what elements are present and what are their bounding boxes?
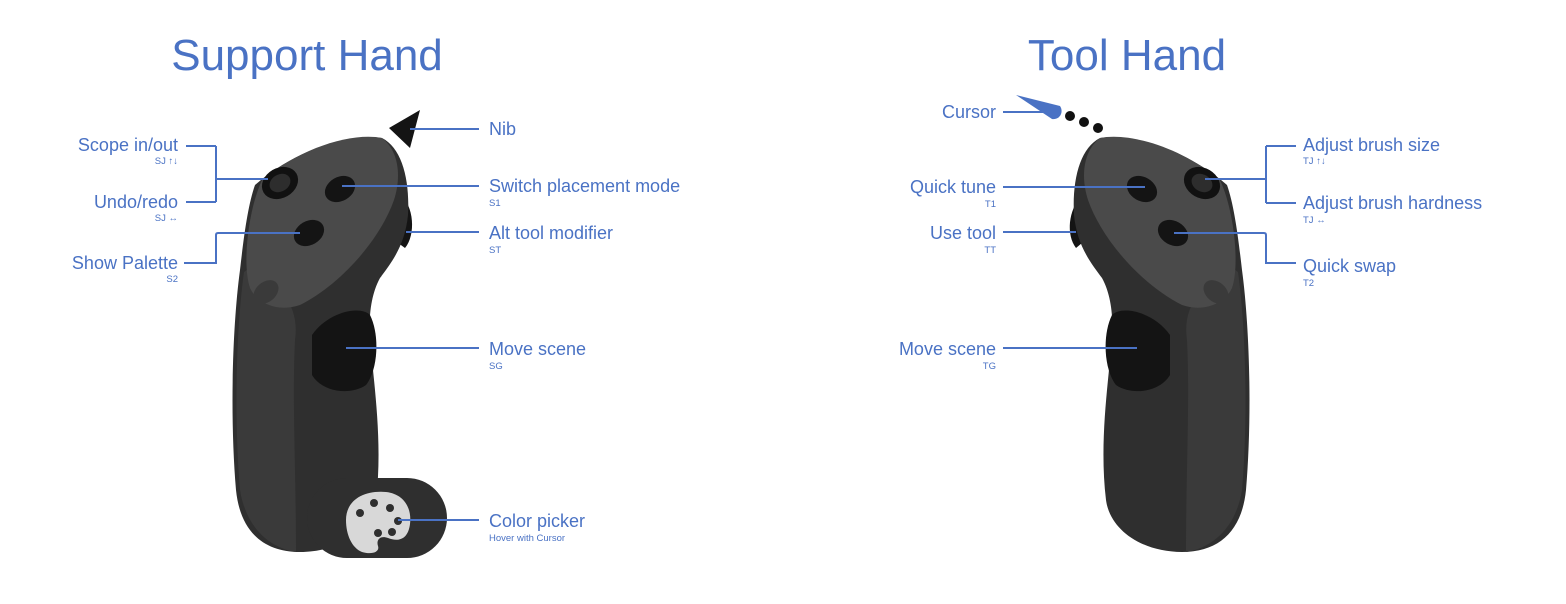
joystick-top — [269, 173, 291, 193]
tool-labels: Cursor Adjust brush size TJ ↑↓ Adjust br… — [899, 102, 1482, 372]
sub-scope: SJ ↑↓ — [155, 156, 178, 167]
button-t2 — [1157, 219, 1189, 247]
grip-highlight — [1186, 262, 1246, 552]
nib-icon — [389, 110, 420, 148]
sub-brush-size: TJ ↑↓ — [1303, 156, 1326, 167]
sub-use-tool: TT — [984, 245, 996, 256]
support-leader-lines — [184, 128, 479, 521]
label-move-scene-tool: Move scene — [899, 339, 996, 359]
label-quick-swap: Quick swap — [1303, 256, 1396, 276]
button-s2 — [293, 219, 325, 247]
cursor-dot — [1093, 123, 1103, 133]
palette-icon — [346, 491, 411, 554]
sub-color-picker: Hover with Cursor — [489, 533, 565, 544]
label-quick-tune: Quick tune — [910, 177, 996, 197]
tool-hand-title: Tool Hand — [1028, 31, 1226, 80]
label-switch-placement: Switch placement mode — [489, 176, 680, 196]
grip-highlight — [236, 262, 296, 552]
face-indent — [1203, 280, 1229, 304]
label-color-picker: Color picker — [489, 511, 585, 531]
label-move-scene-support: Move scene — [489, 339, 586, 359]
sub-alt-tool: ST — [489, 245, 501, 256]
button-t1 — [1126, 175, 1158, 203]
support-controller — [232, 110, 447, 558]
sub-quick-swap: T2 — [1303, 278, 1314, 289]
label-scope: Scope in/out — [78, 135, 178, 155]
tool-controller — [1016, 95, 1250, 552]
sub-move-scene-tool: TG — [983, 361, 996, 372]
button-s1 — [324, 175, 356, 203]
label-brush-size: Adjust brush size — [1303, 135, 1440, 155]
support-labels: Nib Scope in/out SJ ↑↓ Undo/redo SJ ↔ Sh… — [72, 119, 680, 544]
support-hand-title: Support Hand — [171, 31, 443, 80]
sub-undo: SJ ↔ — [155, 213, 178, 224]
label-alt-tool: Alt tool modifier — [489, 223, 613, 243]
cursor-dot — [1065, 111, 1075, 121]
grip-button-tg — [1105, 310, 1170, 392]
tool-leader-lines — [1003, 111, 1296, 349]
label-cursor: Cursor — [942, 102, 996, 122]
face-indent — [253, 280, 279, 304]
sub-move-scene-support: SG — [489, 361, 503, 372]
label-use-tool: Use tool — [930, 223, 996, 243]
label-undo: Undo/redo — [94, 192, 178, 212]
label-nib: Nib — [489, 119, 516, 139]
sub-switch-placement: S1 — [489, 198, 501, 209]
cursor-icon — [1016, 95, 1062, 120]
label-brush-hardness: Adjust brush hardness — [1303, 193, 1482, 213]
grip-button-sg — [312, 310, 377, 392]
sub-show-palette: S2 — [166, 274, 178, 285]
cursor-dot — [1079, 117, 1089, 127]
sub-quick-tune: T1 — [985, 199, 996, 210]
sub-brush-hardness: TJ ↔ — [1303, 215, 1326, 226]
label-show-palette: Show Palette — [72, 253, 178, 273]
